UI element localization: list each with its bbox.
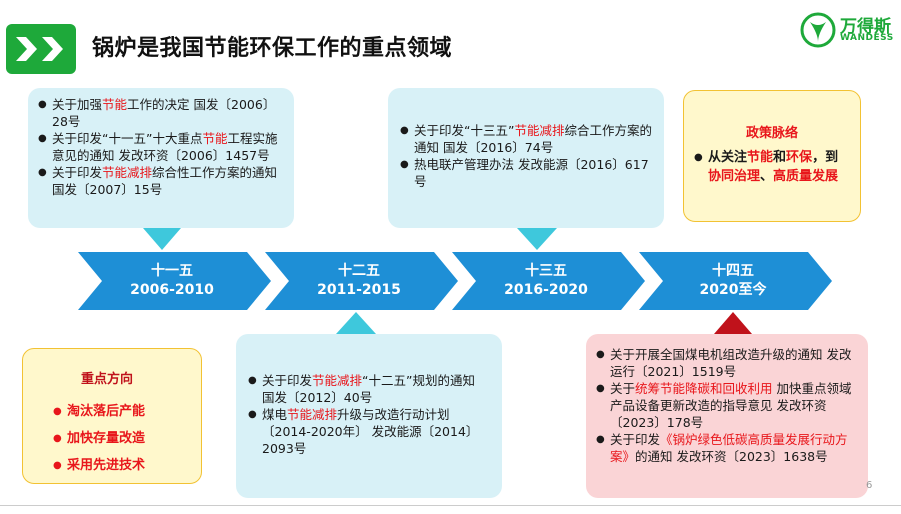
title-badge: [6, 24, 76, 74]
focus-direction-title: 重点方向: [81, 372, 134, 387]
list-item: 关于印发“十三五”节能减排综合工作方案的通知 国发〔2016〕74号: [400, 122, 652, 156]
list-item: 关于印发节能减排“十二五”规划的通知 国发〔2012〕40号: [248, 372, 490, 406]
list-item: 关于印发“十一五”十大重点节能工程实施意见的通知 发改环资〔2006〕1457号: [38, 130, 284, 164]
page-number: 6: [866, 480, 873, 491]
connector-14: [714, 312, 752, 334]
timeline-arrow-12: [265, 252, 458, 310]
policy-box-11: 关于加强节能工作的决定 国发〔2006〕28号 关于印发“十一五”十大重点节能工…: [28, 88, 294, 228]
connector-12: [336, 312, 376, 334]
timeline-arrow-14: [639, 252, 832, 310]
list-item: 关于印发节能减排综合性工作方案的通知 国发〔2007〕15号: [38, 164, 284, 198]
policy-box-13: 关于印发“十三五”节能减排综合工作方案的通知 国发〔2016〕74号 热电联产管…: [388, 88, 664, 228]
timeline-arrow-11: [78, 252, 271, 310]
list-item: 采用先进技术: [53, 452, 191, 479]
list-item: 关于开展全国煤电机组改造升级的通知 发改运行〔2021〕1519号: [596, 346, 858, 380]
page-title: 锅炉是我国节能环保工作的重点领域: [92, 36, 453, 61]
policy-box-14: 关于开展全国煤电机组改造升级的通知 发改运行〔2021〕1519号 关于统筹节能…: [586, 334, 868, 498]
list-item: 关于加强节能工作的决定 国发〔2006〕28号: [38, 96, 284, 130]
connector-13: [517, 228, 557, 250]
logo: 万得斯 WANDESS: [800, 10, 895, 50]
list-item: 关于印发《锅炉绿色低碳高质量发展行动方案》的通知 发改环资〔2023〕1638号: [596, 431, 858, 465]
chevrons-icon: [16, 37, 63, 61]
logo-icon: [800, 12, 836, 48]
policy-box-12: 关于印发节能减排“十二五”规划的通知 国发〔2012〕40号 煤电节能减排升级与…: [236, 334, 502, 498]
list-item: 关于统筹节能降碳和回收利用 加快重点领域产品设备更新改造的指导意见 发改环资〔2…: [596, 380, 858, 431]
focus-direction-box: 重点方向 淘汰落后产能 加快存量改造 采用先进技术: [22, 348, 202, 484]
connector-11: [143, 228, 181, 250]
list-item: 加快存量改造: [53, 425, 191, 452]
logo-sub: WANDESS: [840, 33, 894, 43]
policy-context-title: 政策脉络: [745, 126, 798, 141]
list-item: 淘汰落后产能: [53, 398, 191, 425]
list-item: 热电联产管理办法 发改能源〔2016〕617号: [400, 156, 652, 190]
logo-name: 万得斯: [840, 17, 891, 37]
list-item: 煤电节能减排升级与改造行动计划〔2014-2020年〕 发改能源〔2014〕20…: [248, 406, 490, 457]
divider: [0, 505, 901, 506]
timeline-arrow-13: [452, 252, 645, 310]
